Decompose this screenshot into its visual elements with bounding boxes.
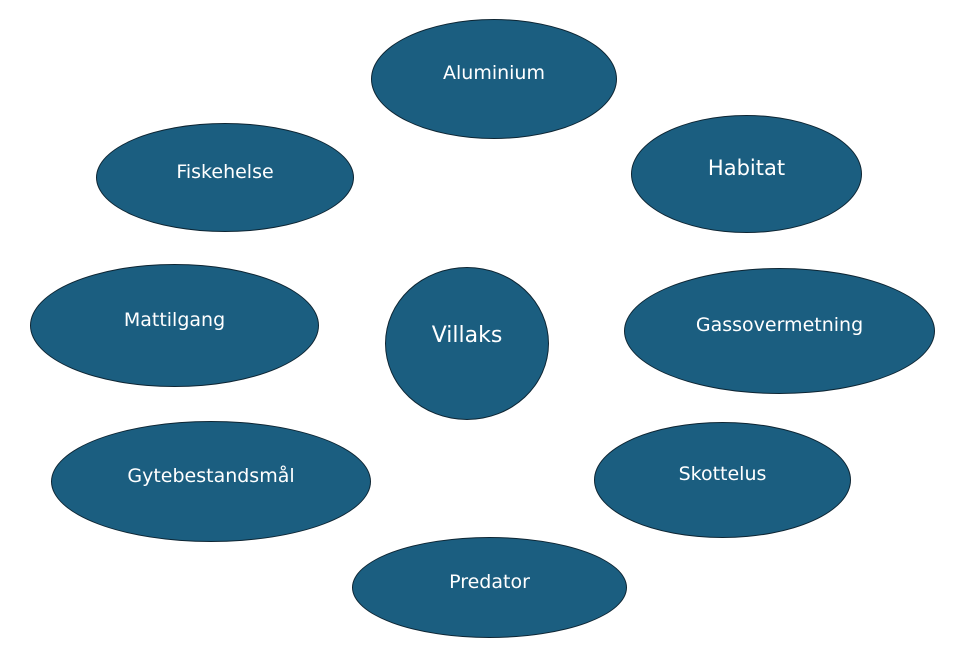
center-node-villaks: Villaks	[385, 267, 549, 420]
node-habitat: Habitat	[631, 115, 862, 233]
node-mattilgang: Mattilgang	[30, 264, 319, 387]
node-label: Gassovermetning	[695, 314, 864, 336]
node-gytebestandsmal: Gytebestandsmål	[51, 421, 371, 542]
node-gassovermetning: Gassovermetning	[624, 268, 935, 394]
node-label: Habitat	[707, 156, 786, 180]
node-fiskehelse: Fiskehelse	[96, 123, 354, 232]
node-label: Mattilgang	[123, 308, 226, 331]
node-label: Aluminium	[443, 62, 545, 84]
node-aluminium: Aluminium	[371, 19, 617, 139]
node-skottelus: Skottelus	[594, 422, 851, 538]
node-label: Predator	[449, 570, 530, 593]
node-label: Fiskehelse	[176, 160, 274, 183]
node-label: Villaks	[431, 323, 503, 348]
node-label: Skottelus	[678, 463, 767, 485]
node-predator: Predator	[352, 537, 627, 638]
node-label: Gytebestandsmål	[127, 464, 295, 487]
